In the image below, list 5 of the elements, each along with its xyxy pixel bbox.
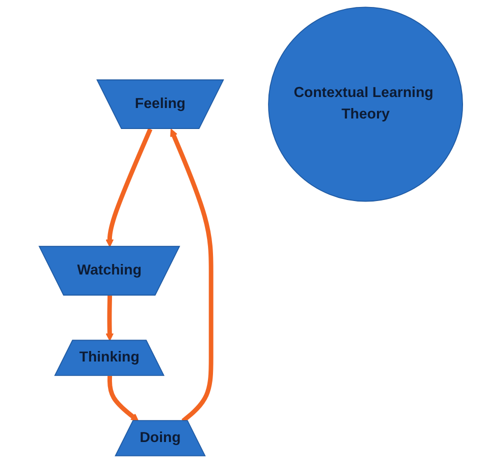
node-circle: Contextual Learning Theory [268,6,463,202]
arrow [105,296,114,342]
arrow [170,128,213,423]
arrow [105,128,152,248]
arrow [107,376,138,422]
